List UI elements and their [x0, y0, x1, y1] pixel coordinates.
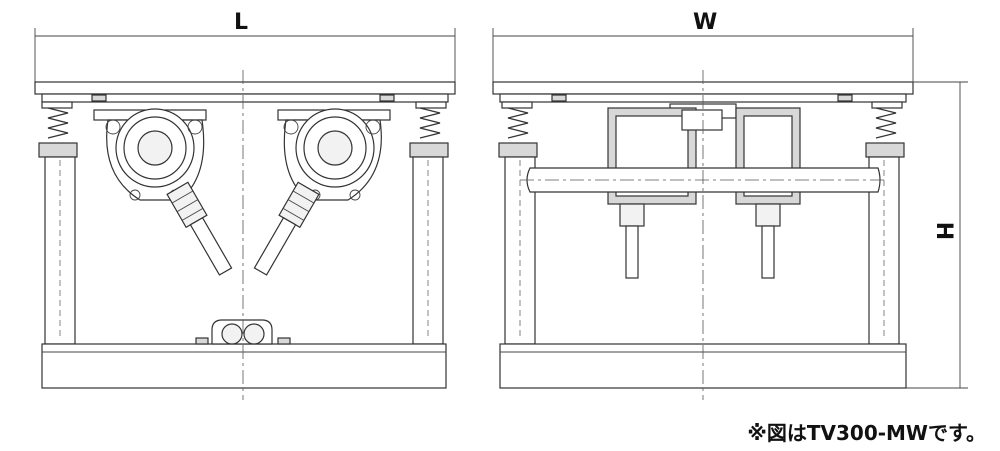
vibrator-motor-right	[253, 108, 391, 276]
side-spring-right	[871, 101, 903, 139]
side-spring-cap-left	[498, 142, 538, 158]
top-bolts	[91, 94, 395, 102]
side-spring-left	[501, 101, 533, 139]
dimension-label-l: L	[234, 10, 249, 35]
dimension-line-h	[906, 81, 968, 389]
spring-left	[41, 101, 73, 139]
dimension-line-l	[34, 28, 456, 82]
side-cable-left	[619, 203, 645, 279]
leg-left	[44, 156, 76, 345]
spring-cap-left	[38, 142, 78, 158]
side-top-bolts	[551, 94, 853, 102]
leg-right	[412, 156, 444, 345]
dimension-label-h: H	[931, 221, 957, 241]
side-cable-right	[755, 203, 781, 279]
spring-cap-right	[409, 142, 449, 158]
cable-clamp	[195, 319, 291, 345]
front-view	[34, 28, 456, 400]
figure-caption: ※図はTV300-MWです。	[747, 421, 986, 445]
top-plate	[34, 81, 456, 103]
side-cross-bar	[520, 167, 888, 193]
base-plate	[41, 343, 447, 389]
dimension-line-w	[492, 28, 914, 82]
vibrator-motor-left	[93, 108, 233, 276]
side-view	[492, 28, 914, 400]
spring-right	[415, 101, 447, 139]
dimension-label-w: W	[693, 10, 718, 35]
side-spring-cap-right	[865, 142, 905, 158]
